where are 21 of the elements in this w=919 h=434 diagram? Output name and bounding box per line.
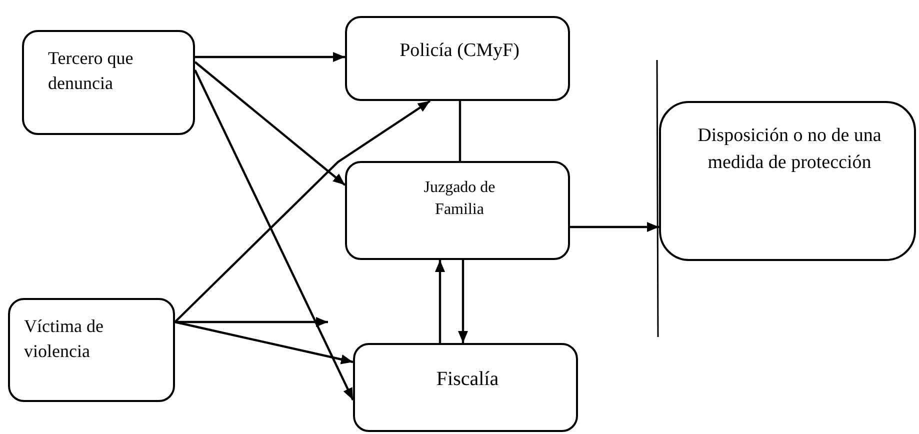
node-label: Disposición o no de una medida de protección (697, 124, 882, 175)
process-box (345, 16, 570, 101)
process-box (659, 101, 916, 261)
arrow (174, 320, 354, 364)
arrow (174, 100, 431, 323)
arrow (175, 317, 328, 327)
arrow (570, 222, 659, 232)
node-label: Tercero que denuncia (48, 47, 134, 96)
arrow (194, 61, 346, 186)
arrow (435, 260, 445, 343)
process-box (353, 343, 578, 432)
node-label: Juzgado de Familia (422, 178, 496, 220)
arrow (458, 260, 468, 343)
node-label: Víctima de violencia (24, 315, 104, 364)
node-label: Fiscalía (435, 367, 500, 392)
process-box (22, 30, 195, 135)
arrow (195, 52, 345, 62)
process-box (345, 161, 570, 260)
node-label: Policía (CMyF) (398, 39, 520, 63)
process-box (8, 298, 175, 402)
arrow (194, 70, 354, 400)
